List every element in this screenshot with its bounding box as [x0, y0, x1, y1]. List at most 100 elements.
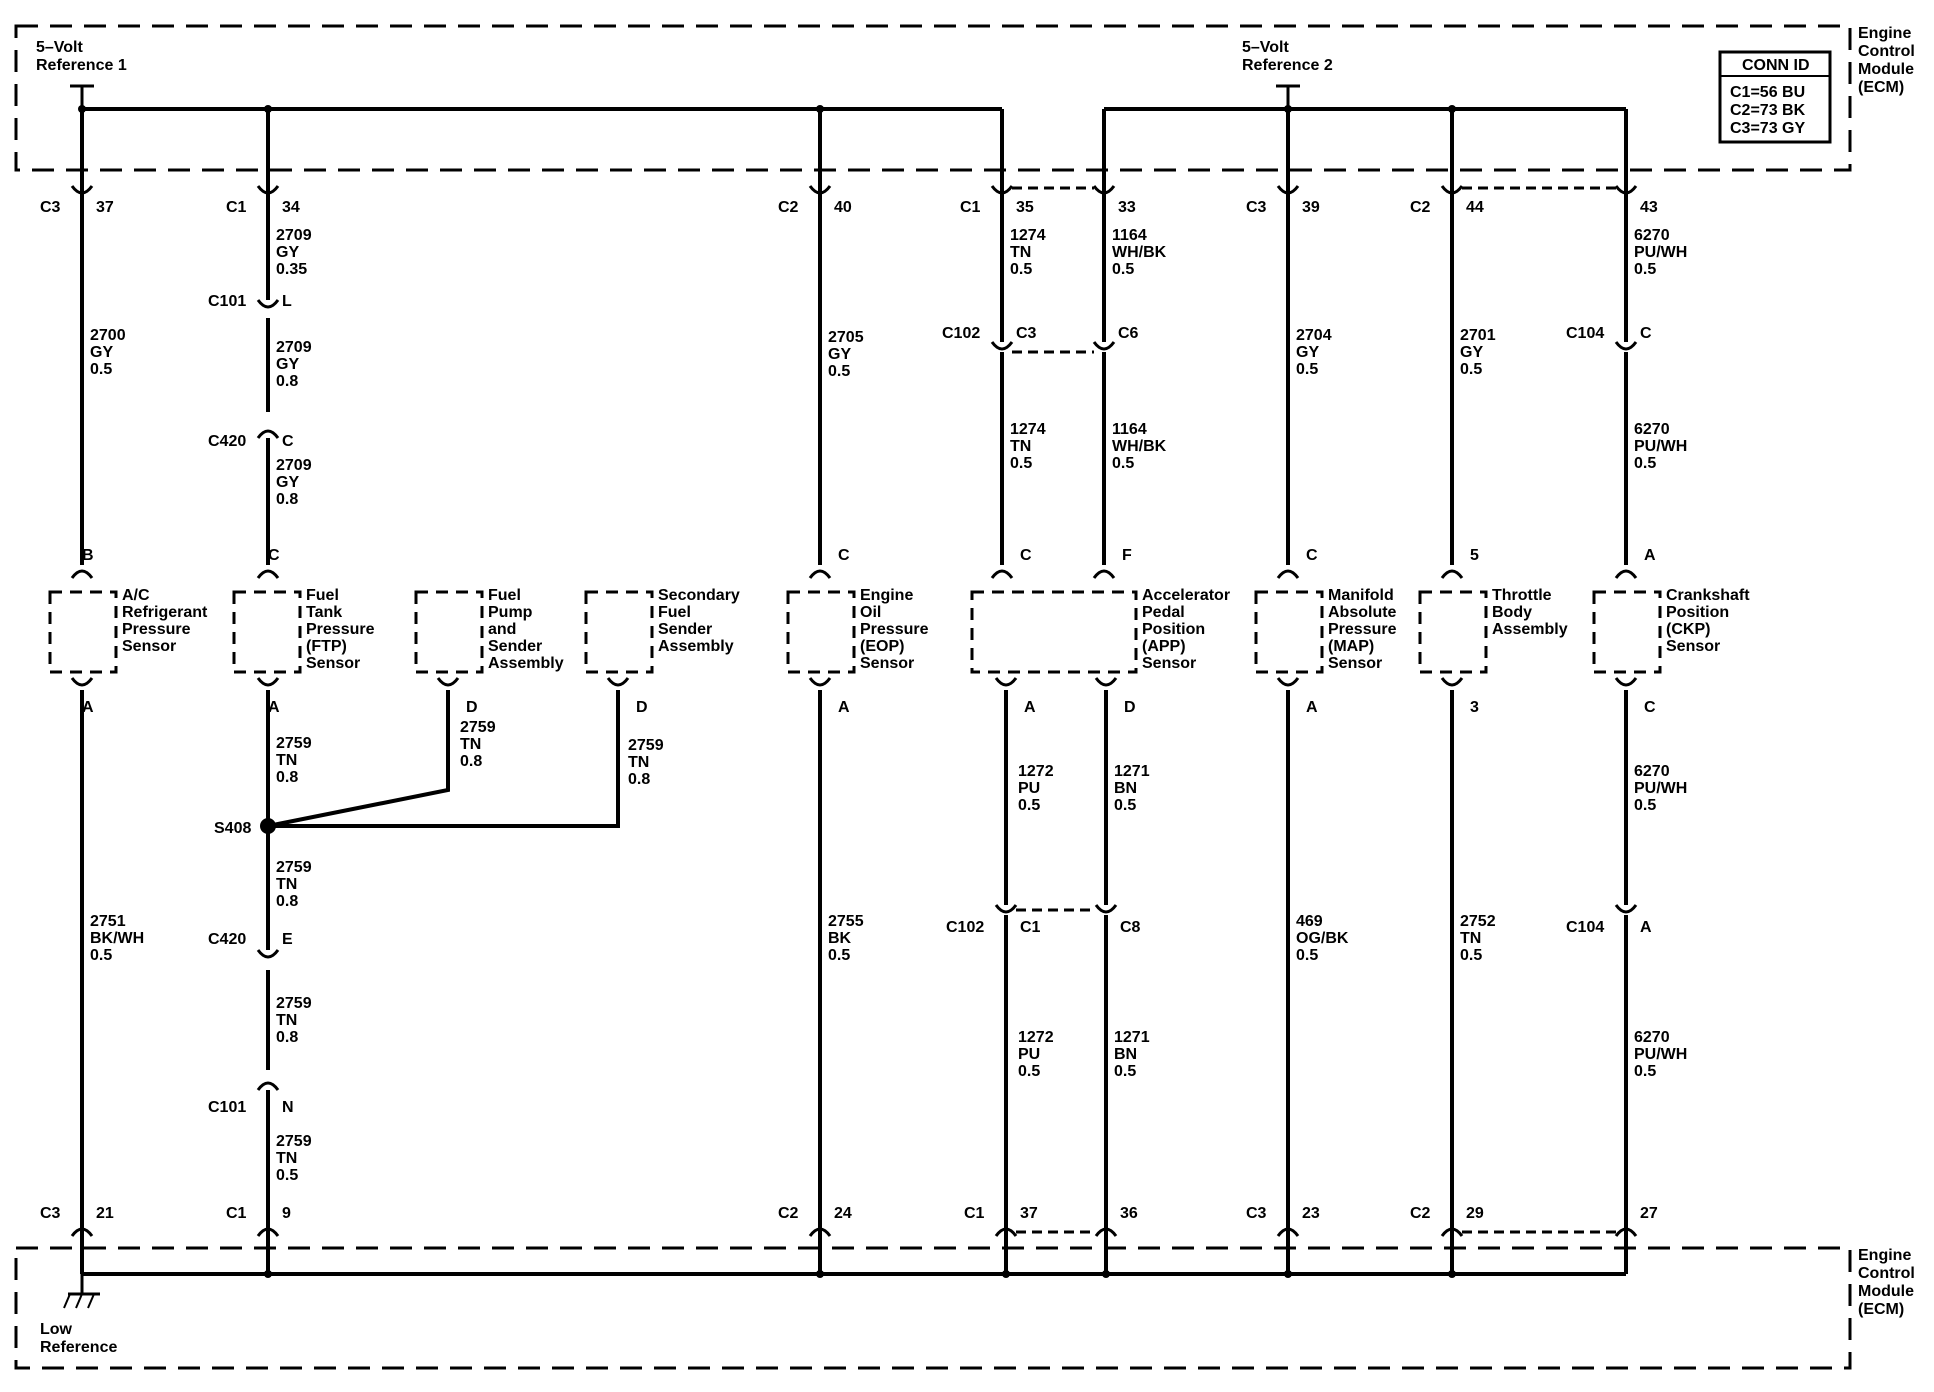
wire-label: GY [828, 346, 851, 363]
wire-label: 2759 [276, 1133, 312, 1150]
svg-text:5–Volt: 5–Volt [1242, 39, 1290, 56]
sensor-pin: 3 [1470, 699, 1479, 716]
wire-label: TN [628, 754, 649, 771]
wire-label: 2759 [276, 995, 312, 1012]
bottom-pin-connector: C2 [778, 1205, 799, 1222]
sensor-name: Pump [488, 604, 533, 621]
sensor-name: Pressure [306, 621, 375, 638]
bottom-pin-number: 29 [1466, 1205, 1484, 1222]
wire-label: 2759 [276, 735, 312, 752]
wire-label: 2759 [460, 719, 496, 736]
wire-label: BK/WH [90, 930, 144, 947]
wire-label: 2709 [276, 339, 312, 356]
wire-label: TN [1460, 930, 1481, 947]
sensor-pin: A [1644, 547, 1656, 564]
wire-label: BN [1114, 1046, 1137, 1063]
wire-label: PU/WH [1634, 1046, 1687, 1063]
wire-label: 0.5 [90, 947, 112, 964]
inline-connector-name: C420 [208, 433, 246, 450]
svg-text:Low: Low [40, 1321, 73, 1338]
wire-label: WH/BK [1112, 244, 1167, 261]
sensor-name: Sensor [1142, 655, 1196, 672]
sensor-name: Assembly [1492, 621, 1568, 638]
wire-label: 1272 [1018, 1029, 1054, 1046]
ecm-top-frame [14, 24, 1852, 172]
bottom-pin-number: 23 [1302, 1205, 1320, 1222]
wire-label: GY [1460, 344, 1483, 361]
sensor-name: Sensor [122, 638, 176, 655]
wire-label: 0.5 [1112, 261, 1134, 278]
sensor-name: Manifold [1328, 587, 1394, 604]
ecm-top-label: Engine Control Module (ECM) [1858, 25, 1915, 96]
wire-label: 2752 [1460, 913, 1496, 930]
sensor-name: Fuel [488, 587, 521, 604]
wire-label: TN [276, 1012, 297, 1029]
reference-2-label: 5–Volt Reference 2 [1242, 39, 1333, 74]
wire-label: 2704 [1296, 327, 1332, 344]
bottom-pin-number: 27 [1640, 1205, 1658, 1222]
inline-connector-pin: C1 [1020, 919, 1041, 936]
sensor-name: Fuel [306, 587, 339, 604]
wire-label: 0.8 [276, 491, 298, 508]
sensor-name: Oil [860, 604, 881, 621]
svg-text:CONN ID: CONN ID [1742, 57, 1810, 74]
sensor-pin: F [1122, 547, 1132, 564]
wire-label: 2709 [276, 457, 312, 474]
sensor-name: Refrigerant [122, 604, 208, 621]
wire-label: TN [460, 736, 481, 753]
inline-connector-name: C101 [208, 1099, 246, 1116]
top-pin-number: 33 [1118, 199, 1136, 216]
sensor-pin: A [1024, 699, 1036, 716]
wire-label: 2755 [828, 913, 864, 930]
sensor-pin: C [1306, 547, 1318, 564]
sensor-name: Pressure [122, 621, 191, 638]
sensor-name: Assembly [488, 655, 564, 672]
sensor-pin: C [1644, 699, 1656, 716]
sensor-name: Crankshaft [1666, 587, 1750, 604]
wire-label: TN [1010, 438, 1031, 455]
wire-label: 0.5 [1114, 1063, 1136, 1080]
splice-label: S408 [214, 820, 251, 837]
sensor-name: Assembly [658, 638, 734, 655]
wire-label: 1274 [1010, 421, 1046, 438]
inline-connector-name: C104 [1566, 325, 1604, 342]
wire-label: 0.5 [1010, 455, 1032, 472]
top-pin-number: 40 [834, 199, 852, 216]
top-pin-number: 44 [1466, 199, 1484, 216]
sensor-name: (EOP) [860, 638, 904, 655]
wire-label: 1271 [1114, 763, 1150, 780]
wire-label: 2759 [628, 737, 664, 754]
ecm-bottom-frame [14, 1246, 1852, 1370]
bottom-pin-connector: C2 [1410, 1205, 1431, 1222]
top-pin-connector: C2 [778, 199, 799, 216]
wire-label: PU/WH [1634, 780, 1687, 797]
top-pin-number: 34 [282, 199, 300, 216]
svg-text:Engine: Engine [1858, 25, 1911, 42]
svg-text:Reference 1: Reference 1 [36, 57, 127, 74]
svg-text:5–Volt: 5–Volt [36, 39, 84, 56]
sensor-name: Sender [658, 621, 712, 638]
low-reference-label: Low Reference [40, 1321, 117, 1356]
sensor-pin: C [268, 547, 280, 564]
top-pin-connector: C2 [1410, 199, 1431, 216]
inline-connector-pin: C8 [1120, 919, 1141, 936]
top-pin-number: 35 [1016, 199, 1034, 216]
wire-label: 0.5 [1634, 797, 1656, 814]
inline-connector-pin: L [282, 293, 292, 310]
wire-label: 2701 [1460, 327, 1496, 344]
wire-label: 2705 [828, 329, 864, 346]
sensor-name: (MAP) [1328, 638, 1374, 655]
wire-label: 1164 [1112, 227, 1147, 244]
wire-label: GY [1296, 344, 1319, 361]
sensor-pin: A [1306, 699, 1318, 716]
top-pin-number: 39 [1302, 199, 1320, 216]
inline-connector-pin: C [1640, 325, 1652, 342]
wire-label: 0.5 [1114, 797, 1136, 814]
top-pin-connector: C1 [960, 199, 981, 216]
wire-label: 6270 [1634, 763, 1670, 780]
wire-label: 0.8 [276, 893, 298, 910]
wire-label: 2751 [90, 913, 126, 930]
top-pin-connector: C3 [40, 199, 61, 216]
wire-label: 0.5 [1010, 261, 1032, 278]
wire-label: 6270 [1634, 421, 1670, 438]
